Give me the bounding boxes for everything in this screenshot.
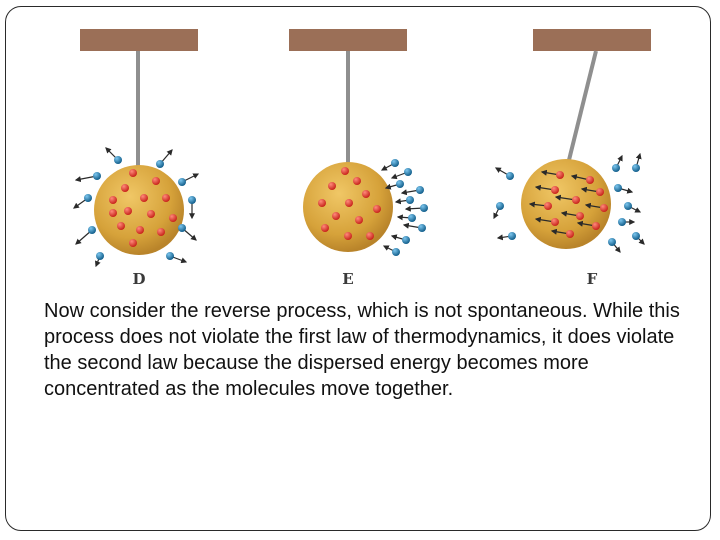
- panel-d-inner-molecules: [109, 169, 177, 247]
- pendulum-figure: [73, 29, 651, 268]
- rod-f: [567, 50, 598, 161]
- slide-frame: [5, 6, 711, 531]
- ceiling-e: [289, 29, 407, 51]
- ceiling-f: [533, 29, 651, 51]
- panel-f-inner-molecules: [528, 169, 608, 238]
- panel-e-inner-molecules: [318, 167, 381, 240]
- caption-text: Now consider the reverse process, which …: [44, 300, 680, 400]
- rod-e: [346, 51, 350, 163]
- ceiling-d: [80, 29, 198, 51]
- panel-label-d: D: [132, 270, 146, 288]
- panel-f-outer-molecules: [493, 152, 645, 253]
- rod-d: [136, 51, 140, 166]
- panel-e-outer-molecules: [380, 159, 428, 256]
- panel-label-f: F: [586, 270, 598, 288]
- panel-label-e: E: [342, 270, 354, 288]
- panel-d-outer-molecules: [73, 147, 200, 268]
- ball-d: [94, 165, 184, 255]
